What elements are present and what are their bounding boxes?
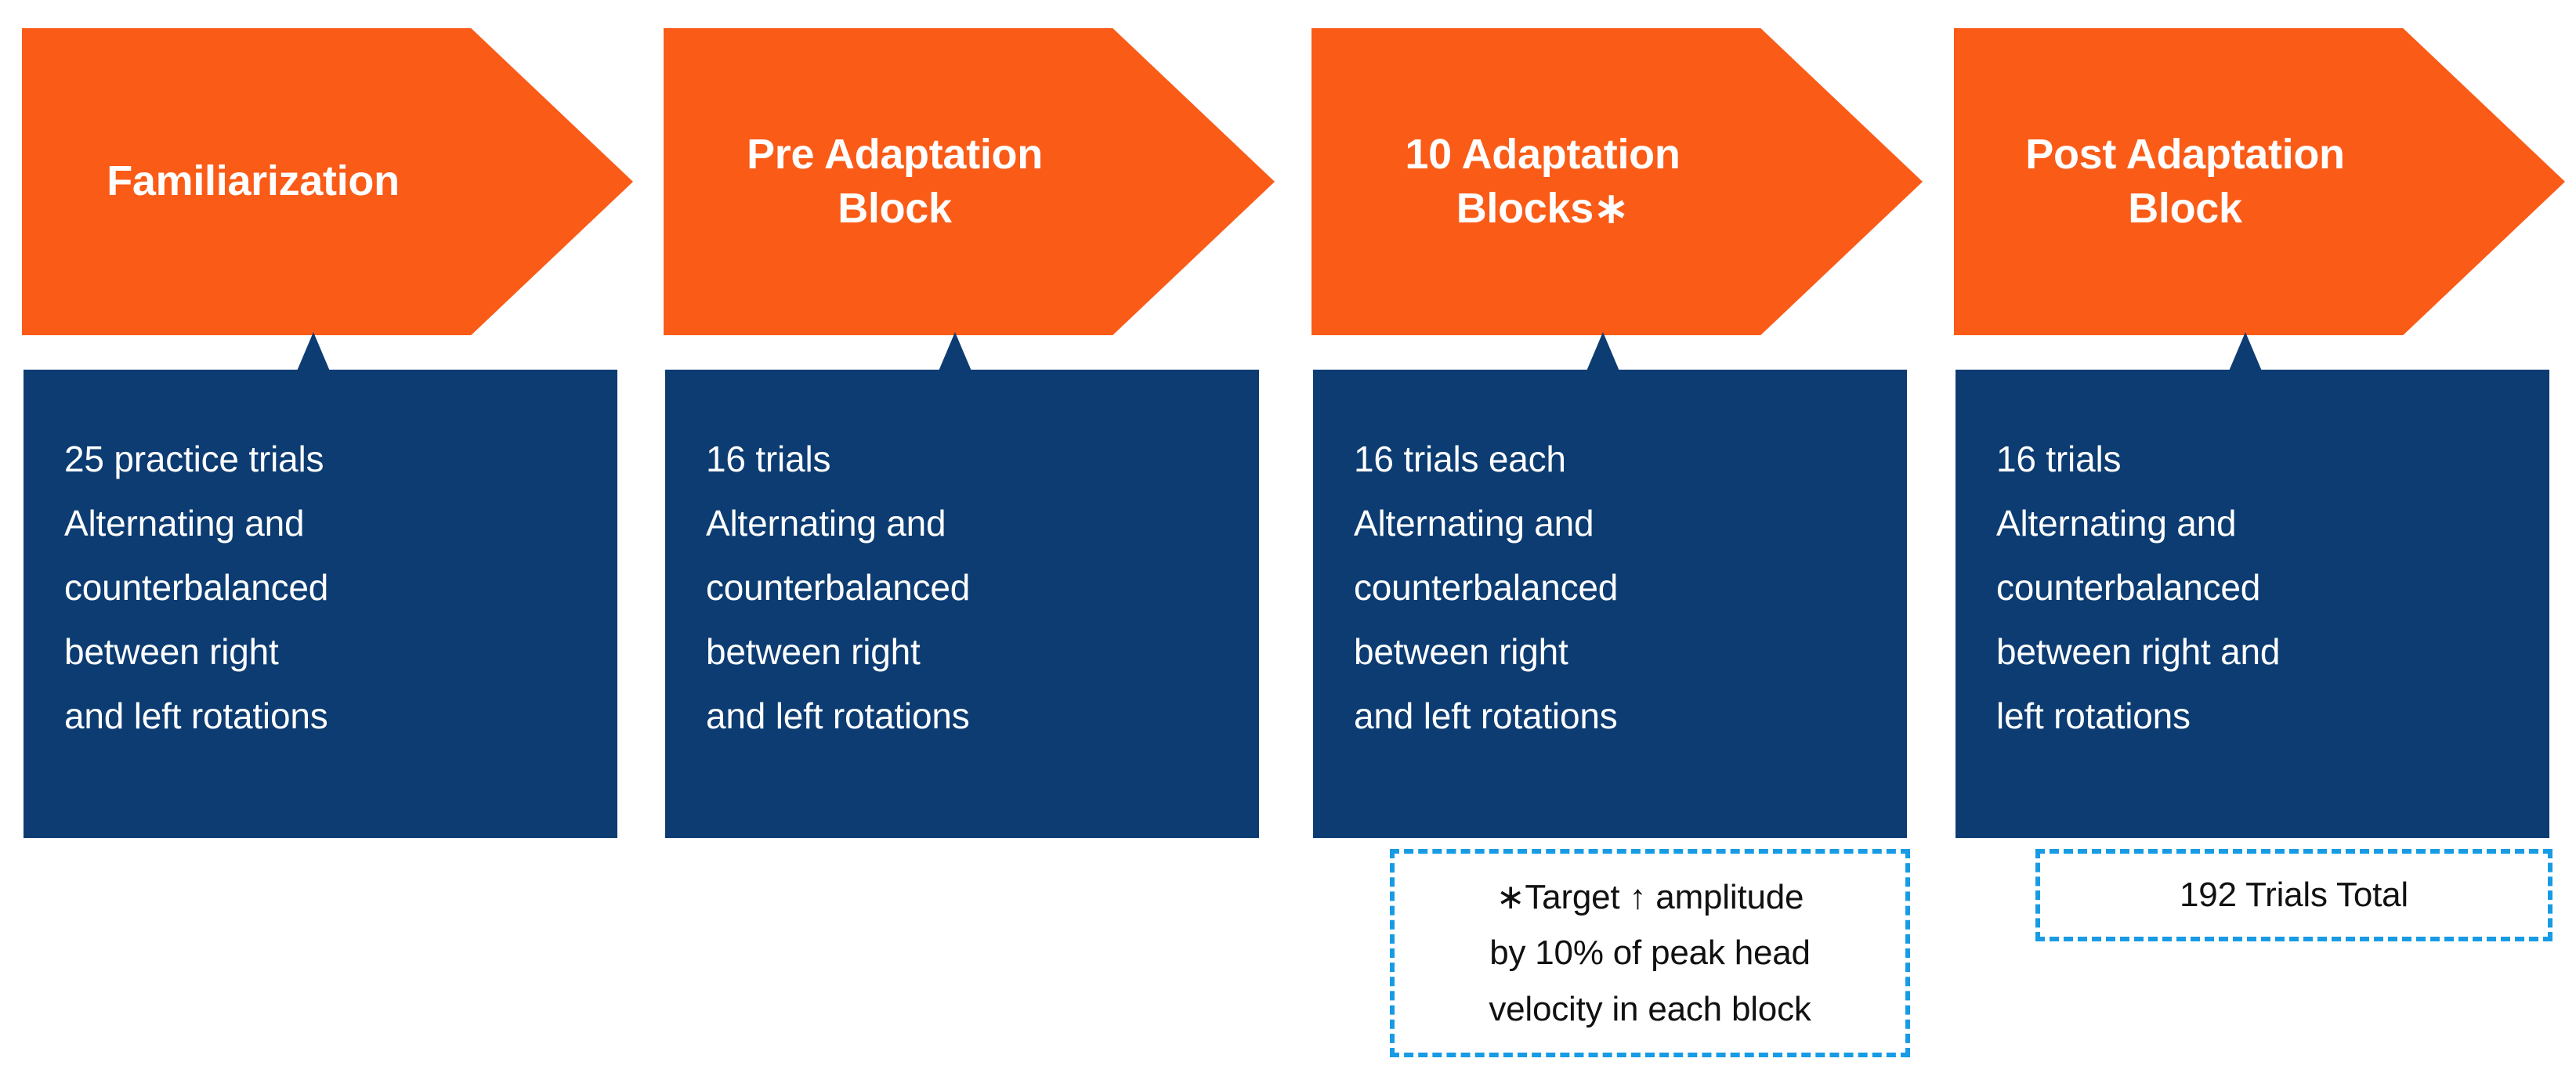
asterisk-marker-icon: ∗ — [1594, 185, 1630, 232]
total-trials-callout-box: 192 Trials Total — [2035, 849, 2552, 941]
connector-notch-icon — [938, 332, 972, 373]
phase-column-post-adaptation-block: Post Adaptation Block 16 trials Alternat… — [1932, 0, 2573, 1080]
phase-detail-box-post-adaptation-block: 16 trials Alternating and counterbalance… — [1956, 370, 2549, 838]
phase-column-familiarization: Familiarization 25 practice trials Alter… — [0, 0, 641, 1080]
phase-detail-box-pre-adaptation-block: 16 trials Alternating and counterbalance… — [665, 370, 1259, 838]
phase-arrow-pre-adaptation-block: Pre Adaptation Block — [664, 28, 1275, 335]
phase-detail-text: 16 trials each Alternating and counterba… — [1354, 439, 1619, 736]
phase-arrow-label: 10 Adaptation Blocks∗ — [1312, 128, 1750, 236]
phase-detail-text: 16 trials Alternating and counterbalance… — [1996, 439, 2281, 736]
phase-arrow-label: Familiarization — [107, 157, 400, 205]
connector-notch-icon — [2228, 332, 2263, 373]
phase-column-pre-adaptation-block: Pre Adaptation Block 16 trials Alternati… — [642, 0, 1283, 1080]
phase-detail-box-adaptation-blocks: 16 trials each Alternating and counterba… — [1313, 370, 1907, 838]
phase-column-adaptation-blocks: 10 Adaptation Blocks∗ 16 trials each Alt… — [1290, 0, 1930, 1080]
connector-notch-icon — [1586, 332, 1620, 373]
phase-detail-box-familiarization: 25 practice trials Alternating and count… — [24, 370, 617, 838]
phase-arrow-adaptation-blocks: 10 Adaptation Blocks∗ — [1312, 28, 1923, 335]
phase-detail-text: 16 trials Alternating and counterbalance… — [706, 439, 971, 736]
phase-arrow-label: Post Adaptation Block — [2025, 130, 2345, 232]
phase-arrow-familiarization: Familiarization — [22, 28, 633, 335]
phase-arrow-title: 10 Adaptation Blocks — [1405, 130, 1681, 232]
connector-notch-icon — [296, 332, 331, 373]
footnote-callout-box: ∗Target ↑ amplitude by 10% of peak head … — [1390, 849, 1910, 1057]
phase-arrow-post-adaptation-block: Post Adaptation Block — [1954, 28, 2565, 335]
phase-arrow-label: Pre Adaptation Block — [747, 130, 1043, 232]
phase-detail-text: 25 practice trials Alternating and count… — [64, 439, 329, 736]
